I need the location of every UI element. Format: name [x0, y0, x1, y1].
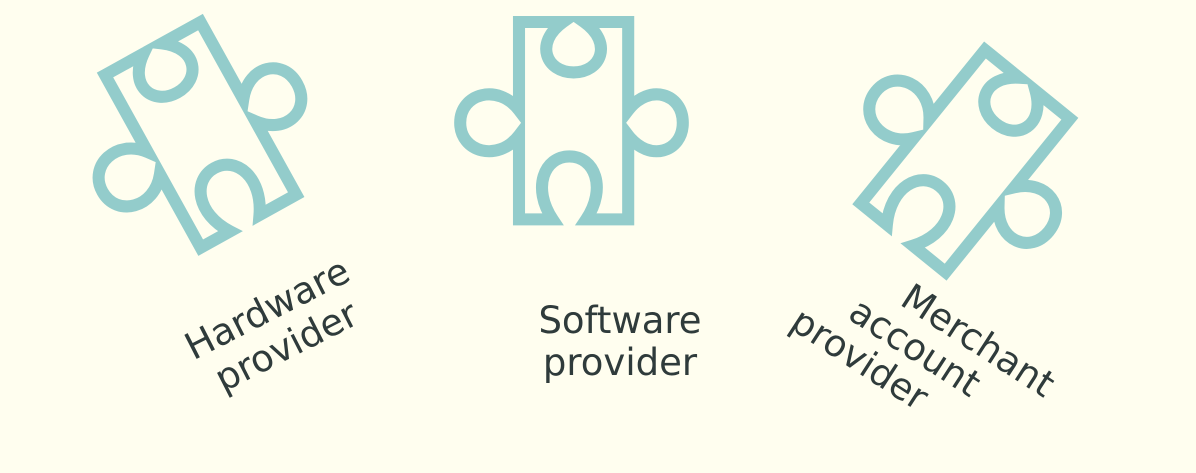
label-line: provider [542, 341, 698, 384]
label-line: Software [538, 299, 702, 342]
puzzle-diagram: Hardware provider Software provider Merc… [0, 0, 1196, 419]
software-provider-label: Software provider [515, 300, 725, 384]
